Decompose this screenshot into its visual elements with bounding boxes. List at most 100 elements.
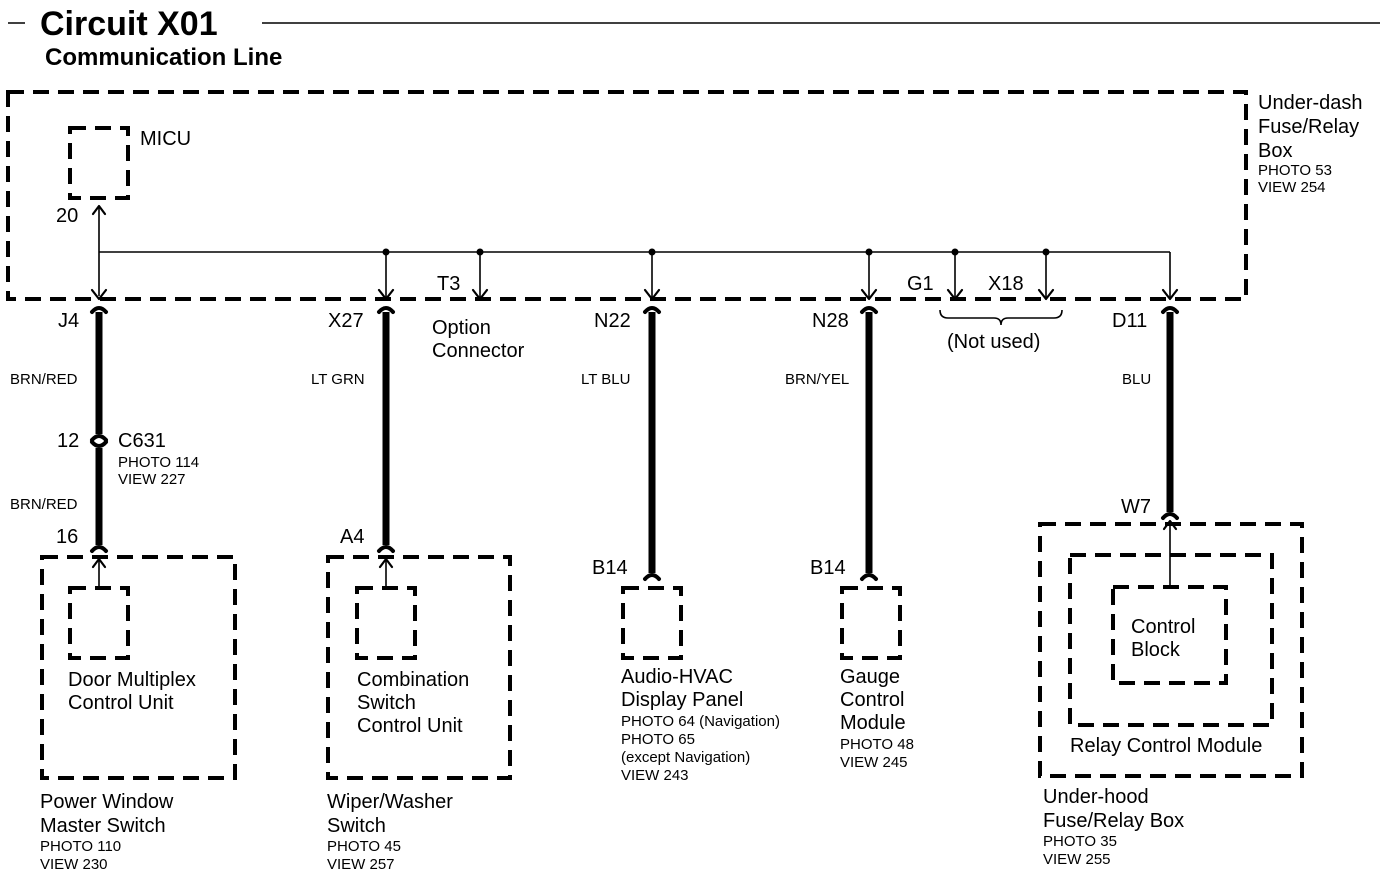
underhood-pin: W7 xyxy=(1121,496,1151,518)
n22-connector-top xyxy=(643,306,661,314)
door-multiplex-line-2: Control Unit xyxy=(68,692,174,714)
audio-b14-connector xyxy=(643,573,661,581)
control-block-line-1: Control xyxy=(1131,616,1195,638)
audio-note-1: PHOTO 64 (Navigation) xyxy=(621,713,780,730)
micu-arrow-icon xyxy=(91,204,107,216)
x27-connector-top xyxy=(377,306,395,314)
gauge-pin: B14 xyxy=(810,557,846,579)
terminal-x18: X18 xyxy=(988,273,1024,295)
audio-name-2: Display Panel xyxy=(621,689,743,711)
wiper-name-2: Switch xyxy=(327,815,386,837)
option-connector-line-1: Option xyxy=(432,317,491,339)
audio-pin: B14 xyxy=(592,557,628,579)
circuit-title: Circuit X01 xyxy=(40,5,218,43)
combination-switch-box xyxy=(355,586,417,660)
fuse-box-title-line-3: Box xyxy=(1258,140,1292,162)
x18-arrow-icon xyxy=(1037,288,1055,301)
wire-color-j4-lower: BRN/RED xyxy=(10,496,78,513)
door-multiplex-line-1: Door Multiplex xyxy=(68,669,196,691)
terminal-d11: D11 xyxy=(1112,310,1147,332)
terminal-g1: G1 xyxy=(907,273,934,295)
t3-arrow-icon xyxy=(471,288,489,301)
door-multiplex-arrow-icon xyxy=(91,557,107,569)
terminal-t3: T3 xyxy=(437,273,460,295)
power-window-name-2: Master Switch xyxy=(40,815,166,837)
audio-hvac-display-box xyxy=(621,586,683,660)
terminal-x27: X27 xyxy=(328,310,364,332)
pin-16-connector xyxy=(90,545,108,553)
c631-connector-bottom xyxy=(90,440,108,448)
n28-connector-top xyxy=(860,306,878,314)
relay-control-module-box xyxy=(1068,553,1274,727)
wire-color-n22: LT BLU xyxy=(581,371,630,388)
wire-color-x27: LT GRN xyxy=(311,371,365,388)
x27-arrow-icon xyxy=(377,288,395,301)
gauge-name-3: Module xyxy=(840,712,906,734)
terminal-n22: N22 xyxy=(594,310,631,332)
c631-connector-top xyxy=(90,434,108,442)
wiper-washer-switch-box xyxy=(326,555,512,780)
wiper-view: VIEW 257 xyxy=(327,856,395,873)
w7-connector xyxy=(1161,512,1179,520)
j4-arrow-icon xyxy=(90,288,108,301)
j4-connector-top xyxy=(90,306,108,314)
audio-note-4: VIEW 243 xyxy=(621,767,689,784)
fuse-box-photo: PHOTO 53 xyxy=(1258,162,1332,179)
wiper-pin: A4 xyxy=(340,526,364,548)
fuse-box-title-line-1: Under-dash xyxy=(1258,92,1363,114)
gauge-photo: PHOTO 48 xyxy=(840,736,914,753)
audio-name-1: Audio-HVAC xyxy=(621,666,733,688)
underhood-name-1: Under-hood xyxy=(1043,786,1149,808)
c631-photo: PHOTO 114 xyxy=(118,454,199,471)
gauge-view: VIEW 245 xyxy=(840,754,908,771)
c631-name: C631 xyxy=(118,430,166,452)
terminal-j4: J4 xyxy=(58,310,79,332)
fuse-box-view: VIEW 254 xyxy=(1258,179,1326,196)
underhood-photo: PHOTO 35 xyxy=(1043,833,1117,850)
power-window-view: VIEW 230 xyxy=(40,856,108,873)
terminal-n28: N28 xyxy=(812,310,849,332)
wiper-photo: PHOTO 45 xyxy=(327,838,401,855)
gauge-b14-connector xyxy=(860,573,878,581)
combination-switch-arrow-icon xyxy=(378,557,394,569)
underhood-name-2: Fuse/Relay Box xyxy=(1043,810,1184,832)
wiper-name-1: Wiper/Washer xyxy=(327,791,453,813)
fuse-box-title-line-2: Fuse/Relay xyxy=(1258,116,1359,138)
circuit-subtitle: Communication Line xyxy=(45,44,282,71)
door-multiplex-box xyxy=(68,586,130,660)
not-used-label: (Not used) xyxy=(947,331,1040,353)
power-window-master-switch-box xyxy=(40,555,237,780)
n22-arrow-icon xyxy=(643,288,661,301)
under-dash-fuse-box xyxy=(6,90,1248,301)
control-block-arrow-icon xyxy=(1162,519,1178,531)
c631-pin: 12 xyxy=(57,430,79,452)
audio-note-3: (except Navigation) xyxy=(621,749,750,766)
d11-arrow-icon xyxy=(1161,288,1179,301)
c631-view: VIEW 227 xyxy=(118,471,186,488)
micu-label: MICU xyxy=(140,128,191,150)
power-window-name-1: Power Window xyxy=(40,791,174,813)
gauge-control-module-box xyxy=(840,586,902,660)
wire-color-d11: BLU xyxy=(1122,371,1151,388)
micu-pin: 20 xyxy=(56,205,78,227)
combination-switch-line-3: Control Unit xyxy=(357,715,463,737)
underhood-view: VIEW 255 xyxy=(1043,851,1111,868)
gauge-name-2: Control xyxy=(840,689,904,711)
g1-arrow-icon xyxy=(946,288,964,301)
wire-color-j4-upper: BRN/RED xyxy=(10,371,78,388)
combination-switch-line-2: Switch xyxy=(357,692,416,714)
not-used-bracket xyxy=(939,309,1063,326)
combination-switch-line-1: Combination xyxy=(357,669,469,691)
a4-connector xyxy=(377,545,395,553)
control-block-line-2: Block xyxy=(1131,639,1181,661)
gauge-name-1: Gauge xyxy=(840,666,900,688)
micu-box xyxy=(68,126,130,200)
option-connector-line-2: Connector xyxy=(432,340,525,362)
audio-note-2: PHOTO 65 xyxy=(621,731,695,748)
d11-connector-top xyxy=(1161,306,1179,314)
wire-color-n28: BRN/YEL xyxy=(785,371,849,388)
power-window-pin: 16 xyxy=(56,526,78,548)
power-window-photo: PHOTO 110 xyxy=(40,838,121,855)
